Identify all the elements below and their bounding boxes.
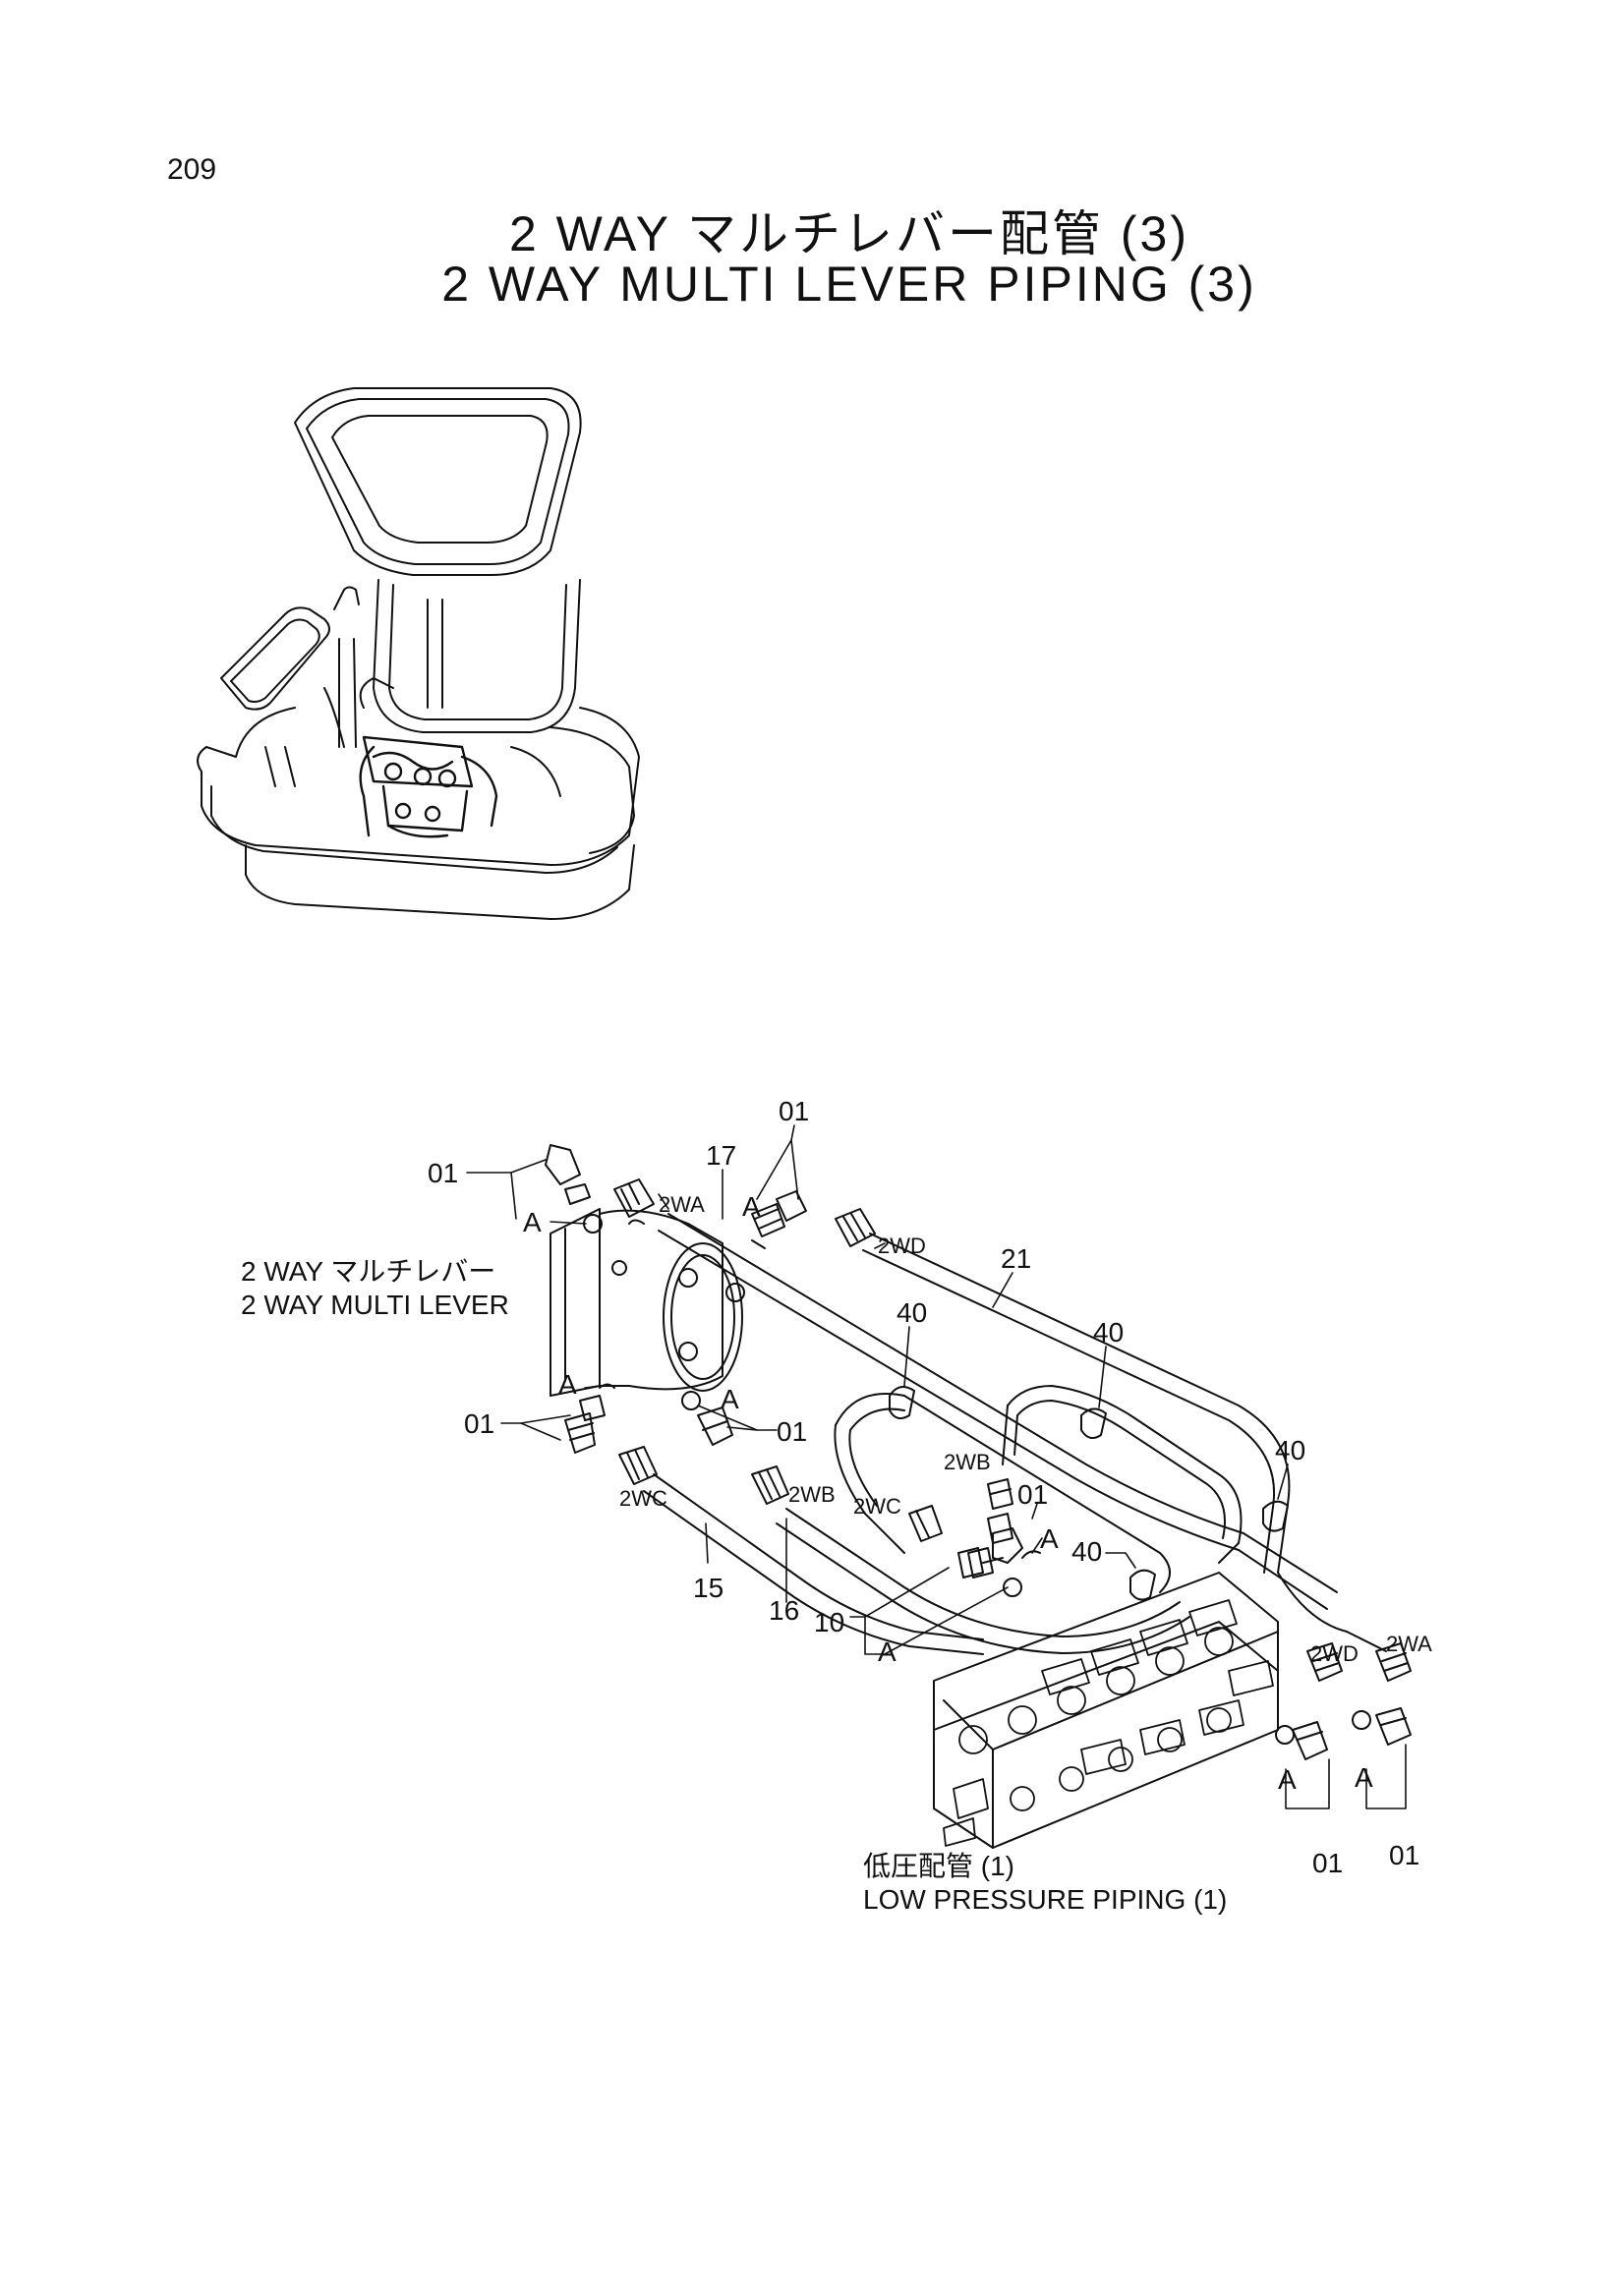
hose-16 <box>776 1508 1190 1654</box>
hose-end-2wc-left <box>618 1446 658 1485</box>
hose-end-2wa-right <box>1375 1642 1412 1682</box>
label-multi-lever-en: 2 WAY MULTI LEVER <box>241 1290 509 1320</box>
label-2wd-top: 2WD <box>878 1234 926 1258</box>
hose-20-loop <box>1002 1385 1243 1564</box>
label-2wd-right: 2WD <box>1310 1641 1359 1666</box>
fitting-01-center-right <box>967 1527 1041 1578</box>
hose-end-2wb-left <box>751 1465 789 1505</box>
fitting-01-bottom-right-1 <box>1275 1721 1328 1760</box>
label-01-bottom-right-2: 01 <box>1389 1840 1419 1870</box>
hose-clamp-40-d <box>1129 1569 1156 1601</box>
label-40-right: 40 <box>1275 1435 1305 1465</box>
label-01-center-right: 01 <box>1017 1479 1048 1510</box>
hose-end-2wd-top <box>835 1208 876 1247</box>
fitting-10-center <box>957 1547 1022 1597</box>
label-multi-lever-jp: 2 WAY マルチレバー <box>241 1256 495 1287</box>
multi-lever-valve <box>550 1208 745 1397</box>
fitting-top-left <box>545 1144 603 1234</box>
hose-end-2wd-right <box>1306 1642 1343 1682</box>
control-valve-block <box>933 1572 1279 1849</box>
label-a-lower-left: A <box>558 1369 577 1400</box>
label-01-lower-left: 01 <box>464 1408 494 1439</box>
fitting-01-lower-left <box>564 1383 615 1454</box>
page-title-japanese: 2 WAY マルチレバー配管 (3) <box>508 206 1189 261</box>
label-a-bottom-right-1: A <box>1278 1764 1297 1795</box>
page-number: 209 <box>167 153 217 186</box>
hose-21 <box>862 1233 1387 1652</box>
hose-end-2wc-center <box>908 1505 943 1542</box>
leader-lines <box>466 1124 1407 1809</box>
fitting-01-bottom-right-2 <box>1352 1707 1412 1746</box>
hose-loop-left <box>834 1393 1171 1593</box>
label-17: 17 <box>706 1140 736 1171</box>
label-a-top-left: A <box>523 1207 542 1237</box>
label-2wa-right: 2WA <box>1386 1632 1432 1656</box>
label-01-top-left: 01 <box>428 1158 458 1188</box>
fitting-2wb-center <box>987 1478 1013 1544</box>
hose-end-2wa-top <box>613 1178 655 1218</box>
label-a-top-center: A <box>742 1191 761 1222</box>
label-a-center-right: A <box>1040 1523 1059 1554</box>
page-title-english: 2 WAY MULTI LEVER PIPING (3) <box>441 257 1257 312</box>
label-21: 21 <box>1001 1243 1031 1274</box>
label-a-center: A <box>721 1384 739 1414</box>
label-01-top-center: 01 <box>779 1096 809 1126</box>
label-10: 10 <box>814 1607 844 1637</box>
label-2wc-left: 2WC <box>619 1486 667 1511</box>
hose-17 <box>658 1213 1338 1610</box>
label-a-bottom-right-2: A <box>1355 1762 1373 1793</box>
label-16: 16 <box>769 1595 799 1626</box>
label-2wa-top: 2WA <box>659 1192 705 1217</box>
label-low-pressure-jp: 低圧配管 (1) <box>863 1851 1014 1881</box>
label-40-lower: 40 <box>1071 1536 1102 1567</box>
label-2wc-center: 2WC <box>853 1494 901 1519</box>
label-01-center: 01 <box>777 1416 807 1447</box>
hose-clamp-40-a <box>889 1386 915 1420</box>
hose-clamp-40-b <box>1080 1407 1107 1440</box>
label-2wb-center: 2WB <box>944 1450 991 1474</box>
machine-overview-illustration <box>197 387 640 920</box>
label-01-bottom-right-1: 01 <box>1312 1848 1343 1878</box>
label-2wb-left: 2WB <box>788 1482 836 1507</box>
label-a-bottom-center: A <box>878 1636 897 1667</box>
label-40-middle: 40 <box>1093 1317 1124 1348</box>
label-15: 15 <box>693 1573 723 1603</box>
label-low-pressure-en: LOW PRESSURE PIPING (1) <box>863 1884 1227 1915</box>
hose-clamp-40-c <box>1262 1500 1289 1532</box>
fitting-01-top-center <box>751 1190 807 1249</box>
diagram-labels: 01 A 17 2WA 01 A 2WD 21 2 WAY マルチレバー 2 W… <box>241 1096 1432 1915</box>
label-40-left: 40 <box>897 1297 927 1328</box>
fitting-01-center <box>681 1391 733 1446</box>
